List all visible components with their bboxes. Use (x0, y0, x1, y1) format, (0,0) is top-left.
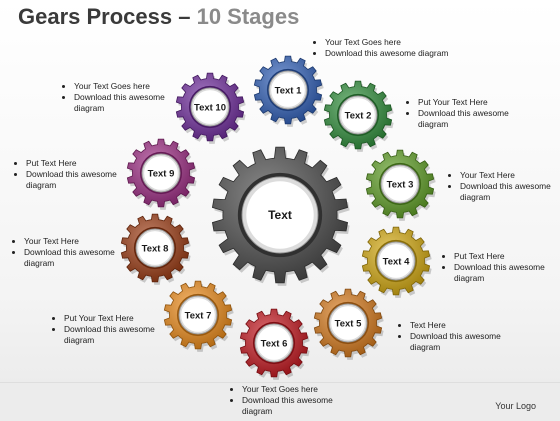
gear-8: Text 8 (120, 213, 191, 285)
gear-7-label: Text 7 (185, 311, 212, 322)
gear-6-label: Text 6 (261, 339, 288, 350)
note-line: Download this awesome diagram (454, 262, 550, 284)
note-line: Download this awesome diagram (410, 331, 506, 353)
note-line: Download this awesome diagram (325, 48, 451, 59)
note-line: Put Text Here (26, 158, 124, 169)
gear-4: Text 4 (361, 226, 432, 298)
note-line: Your Text Goes here (74, 81, 175, 92)
title-accent: 10 Stages (196, 4, 300, 29)
gear-9: Text 9 (126, 138, 197, 210)
note-line: Put Your Text Here (64, 313, 162, 324)
gear-8-label: Text 8 (142, 244, 169, 255)
note-line: Download this awesome diagram (418, 108, 514, 130)
page-title: Gears Process – 10 Stages (18, 4, 299, 30)
footer-band (0, 382, 560, 421)
gear-6: Text 6 (239, 308, 310, 380)
note-line: Put Text Here (454, 251, 550, 262)
gear-3: Text 3 (365, 149, 436, 221)
note-text-9: Put Text HereDownload this awesome diagr… (12, 158, 124, 191)
gear-5-label: Text 5 (335, 319, 362, 330)
note-line: Your Text Here (460, 170, 556, 181)
note-line: Download this awesome diagram (242, 395, 338, 417)
gear-9-label: Text 9 (148, 169, 175, 180)
note-line: Your Text Goes here (325, 37, 451, 48)
note-line: Put Your Text Here (418, 97, 514, 108)
note-line: Your Text Goes here (242, 384, 338, 395)
gear-2: Text 2 (323, 80, 394, 152)
center-gear-label: Text (268, 208, 292, 222)
gear-10-label: Text 10 (194, 103, 226, 114)
note-line: Download this awesome diagram (24, 247, 122, 269)
gear-3-label: Text 3 (387, 180, 414, 191)
gear-1-label: Text 1 (275, 86, 302, 97)
note-line: Download this awesome diagram (26, 169, 124, 191)
note-text-5: Text HereDownload this awesome diagram (396, 320, 506, 353)
note-line: Download this awesome diagram (460, 181, 556, 203)
gear-10: Text 10 (175, 72, 246, 144)
gear-1: Text 1 (253, 55, 324, 127)
note-text-4: Put Text HereDownload this awesome diagr… (440, 251, 550, 284)
gear-5: Text 5 (313, 288, 384, 360)
note-text-10: Your Text Goes hereDownload this awesome… (60, 81, 175, 114)
note-text-2: Put Your Text HereDownload this awesome … (404, 97, 514, 130)
center-gear: Text (211, 146, 350, 286)
gear-7: Text 7 (163, 280, 234, 352)
note-line: Download this awesome diagram (64, 324, 162, 346)
note-line: Your Text Here (24, 236, 122, 247)
note-text-3: Your Text HereDownload this awesome diag… (446, 170, 556, 203)
note-line: Download this awesome diagram (74, 92, 175, 114)
note-text-1: Your Text Goes hereDownload this awesome… (311, 37, 451, 59)
note-line: Text Here (410, 320, 506, 331)
note-text-6: Your Text Goes hereDownload this awesome… (228, 384, 338, 417)
title-main: Gears Process – (18, 4, 197, 29)
gear-4-label: Text 4 (383, 257, 410, 268)
gear-2-label: Text 2 (345, 111, 372, 122)
logo-text: Your Logo (495, 401, 536, 411)
note-text-7: Put Your Text HereDownload this awesome … (50, 313, 162, 346)
note-text-8: Your Text HereDownload this awesome diag… (10, 236, 122, 269)
